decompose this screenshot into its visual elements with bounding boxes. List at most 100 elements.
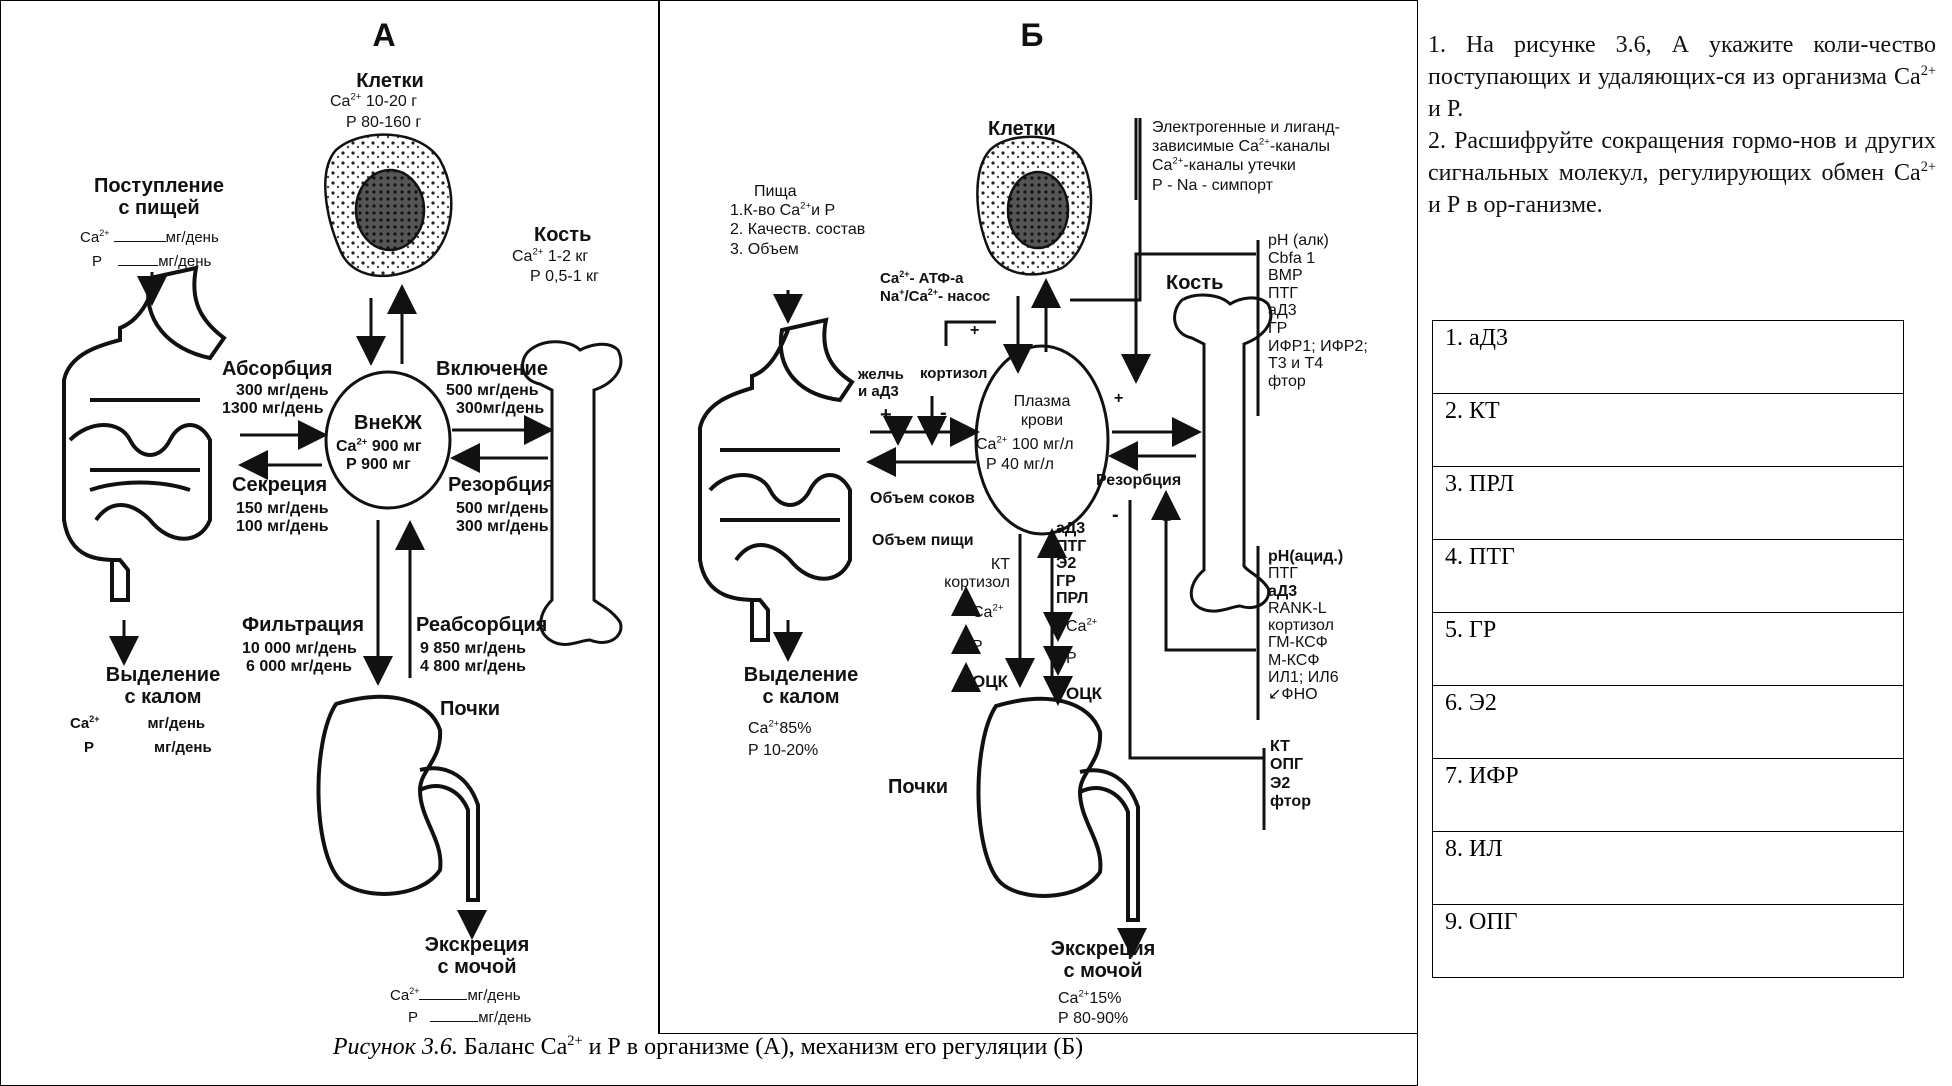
panel-b-left-ca: Ca2+	[972, 604, 1003, 622]
panel-a-filtration-v1: 10 000 мг/день	[242, 640, 357, 658]
panel-a-cells-title: Клетки	[330, 70, 450, 92]
panel-a-bone-ca: Ca2+ 1-2 кг	[512, 248, 588, 266]
answer-cell[interactable]: 4. ПТГ	[1433, 540, 1904, 613]
panel-b-resorption: Резорбция	[1096, 472, 1181, 490]
answer-table: 1. аД3 2. КТ 3. ПРЛ 4. ПТГ 5. ГР 6. Э2 7…	[1432, 320, 1904, 978]
table-row: 9. ОПГ	[1433, 905, 1904, 978]
panel-a-bone-p: Р 0,5-1 кг	[530, 268, 599, 286]
panel-b-cells-title: Клетки	[988, 118, 1056, 140]
answer-cell[interactable]: 7. ИФР	[1433, 759, 1904, 832]
panel-a-secretion-v1: 150 мг/день	[236, 500, 329, 518]
panel-b-food: Пища 1.К-во Ca2+и Р 2. Качеств. состав 3…	[730, 182, 865, 259]
table-row: 8. ИЛ	[1433, 832, 1904, 905]
figure-caption: Рисунок 3.6. Баланс Ca2+ и Р в организме…	[0, 1034, 1416, 1061]
panel-a-filtration-title: Фильтрация	[242, 614, 364, 636]
panel-b-right-p: Р	[1066, 650, 1077, 668]
panel-a-resorption-v2: 300 мг/день	[456, 518, 549, 536]
panel-b-kidneys: Почки	[888, 776, 948, 798]
panel-b-kidney	[978, 699, 1138, 920]
panel-a-gut	[64, 268, 224, 600]
panel-b-food-volume: Объем пищи	[872, 532, 974, 550]
table-row: 1. аД3	[1433, 321, 1904, 394]
panel-b-juice-volume: Объем соков	[870, 490, 975, 508]
panel-a-intake-p: Р мг/день	[92, 254, 211, 271]
panel-b-letter: Б	[1012, 18, 1052, 54]
panel-a-intake-title: Поступлениес пищей	[84, 175, 234, 220]
panel-b-bile-plus: +	[880, 404, 892, 426]
panel-a-resorption-v1: 500 мг/день	[456, 500, 549, 518]
panel-a-cells-ca: Ca2+ 10-20 г	[330, 93, 417, 111]
panel-b-feces-ca: Ca2+85%	[748, 720, 811, 738]
panel-a-ecf-p: Р 900 мг	[346, 456, 411, 474]
answer-cell[interactable]: 8. ИЛ	[1433, 832, 1904, 905]
table-row: 6. Э2	[1433, 686, 1904, 759]
table-row: 4. ПТГ	[1433, 540, 1904, 613]
panel-a-secretion-title: Секреция	[232, 474, 327, 496]
panel-a-inclusion-v1: 500 мг/день	[446, 382, 539, 400]
panel-b-bone-title: Кость	[1166, 272, 1223, 294]
task-text: 1. На рисунке 3.6, А укажите коли-чество…	[1428, 30, 1936, 221]
panel-a-urine-ca: Ca2+мг/день	[390, 988, 521, 1005]
panel-b-left-ock: ОЦК	[972, 672, 1008, 691]
panel-b-bone-plus: +	[1114, 390, 1123, 408]
panel-a-kidneys: Почки	[440, 698, 500, 720]
table-row: 7. ИФР	[1433, 759, 1904, 832]
panel-a-feces-ca: Ca2+мг/день	[70, 716, 205, 733]
panel-a-cell	[325, 135, 451, 276]
table-row: 2. КТ	[1433, 394, 1904, 467]
panel-b-gut	[700, 320, 852, 640]
panel-a-secretion-v2: 100 мг/день	[236, 518, 329, 536]
answer-cell[interactable]: 6. Э2	[1433, 686, 1904, 759]
panel-a-ecf-title: ВнеКЖ	[338, 412, 438, 434]
answer-cell[interactable]: 1. аД3	[1433, 321, 1904, 394]
panel-a-kidney	[318, 697, 478, 900]
panel-a-reabsorption-title: Реабсорбция	[416, 614, 547, 636]
panel-b-cortisol: кортизол	[920, 366, 987, 383]
panel-a-absorption-v2: 1300 мг/день	[222, 400, 324, 418]
panel-b-plasma-ca: Ca2+ 100 мг/л	[976, 436, 1074, 454]
panel-a-inclusion-title: Включение	[436, 358, 548, 380]
answer-cell[interactable]: 5. ГР	[1433, 613, 1904, 686]
question-2: 2. Расшифруйте сокращения гормо-нов и др…	[1428, 126, 1936, 222]
panel-a-inclusion-v2: 300мг/день	[456, 400, 544, 418]
panel-b-bone	[1175, 295, 1271, 611]
panel-b-right-ock: ОЦК	[1066, 684, 1102, 703]
panel-a-intake-ca: Ca2+ мг/день	[80, 230, 219, 247]
panel-a-bone-title: Кость	[534, 224, 591, 246]
panel-b-channels: Электрогенные и лиганд- зависимые Ca2+-к…	[1152, 118, 1340, 195]
panel-b-pump: Ca2+- АТФ-а Na+/Ca2+- насос	[880, 270, 990, 306]
panel-b-right-ca: Ca2+	[1066, 618, 1097, 636]
panel-b-cortisol-minus: -	[940, 402, 947, 424]
panel-b-left-p: Р	[972, 638, 983, 656]
panel-b-urine-ca: Ca2+15%	[1058, 990, 1121, 1008]
panel-b-pump-plus: +	[970, 322, 979, 340]
panel-a-reabsorption-v2: 4 800 мг/день	[420, 658, 526, 676]
panel-b-resorption-minus: -	[1112, 504, 1119, 526]
table-row: 5. ГР	[1433, 613, 1904, 686]
panel-a-urine-p: Р мг/день	[408, 1010, 531, 1027]
answer-cell[interactable]: 3. ПРЛ	[1433, 467, 1904, 540]
panel-a-reabsorption-v1: 9 850 мг/день	[420, 640, 526, 658]
panel-b-urine-p: Р 80-90%	[1058, 1010, 1128, 1028]
panel-a-resorption-title: Резорбция	[448, 474, 554, 496]
panel-b-resorption-plus: +	[1162, 512, 1171, 530]
panel-a-absorption-v1: 300 мг/день	[236, 382, 329, 400]
panel-b-cell	[977, 137, 1091, 275]
panel-a-letter: А	[364, 18, 404, 54]
panel-a-cells-p: Р 80-160 г	[346, 114, 421, 132]
answer-cell[interactable]: 9. ОПГ	[1433, 905, 1904, 978]
panel-b-plasma-p: Р 40 мг/л	[986, 456, 1054, 474]
answer-cell[interactable]: 2. КТ	[1433, 394, 1904, 467]
